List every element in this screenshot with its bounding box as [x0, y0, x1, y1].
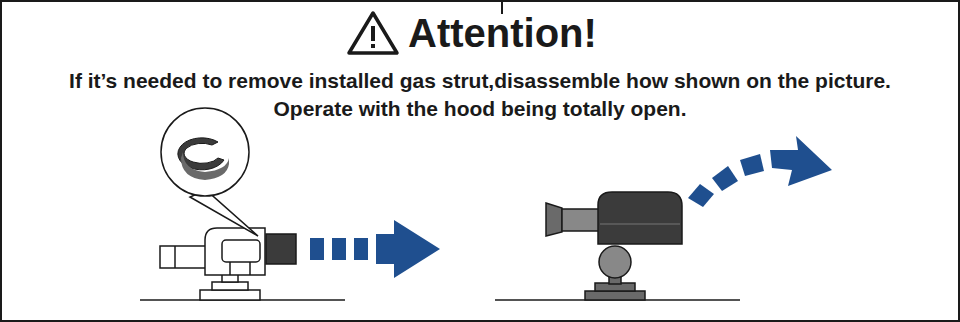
strut-mount-right — [495, 192, 740, 300]
instruction-note: Operate with the hood being totally open… — [0, 96, 960, 122]
clip-callout — [161, 108, 258, 236]
instruction-note: If it’s needed to remove installed gas s… — [0, 68, 960, 94]
strut-mount-left — [140, 228, 345, 300]
pull-arrow — [310, 220, 440, 278]
lift-arrow — [688, 136, 832, 207]
warning-triangle — [349, 13, 397, 53]
warning-heading: Attention! — [408, 10, 597, 56]
